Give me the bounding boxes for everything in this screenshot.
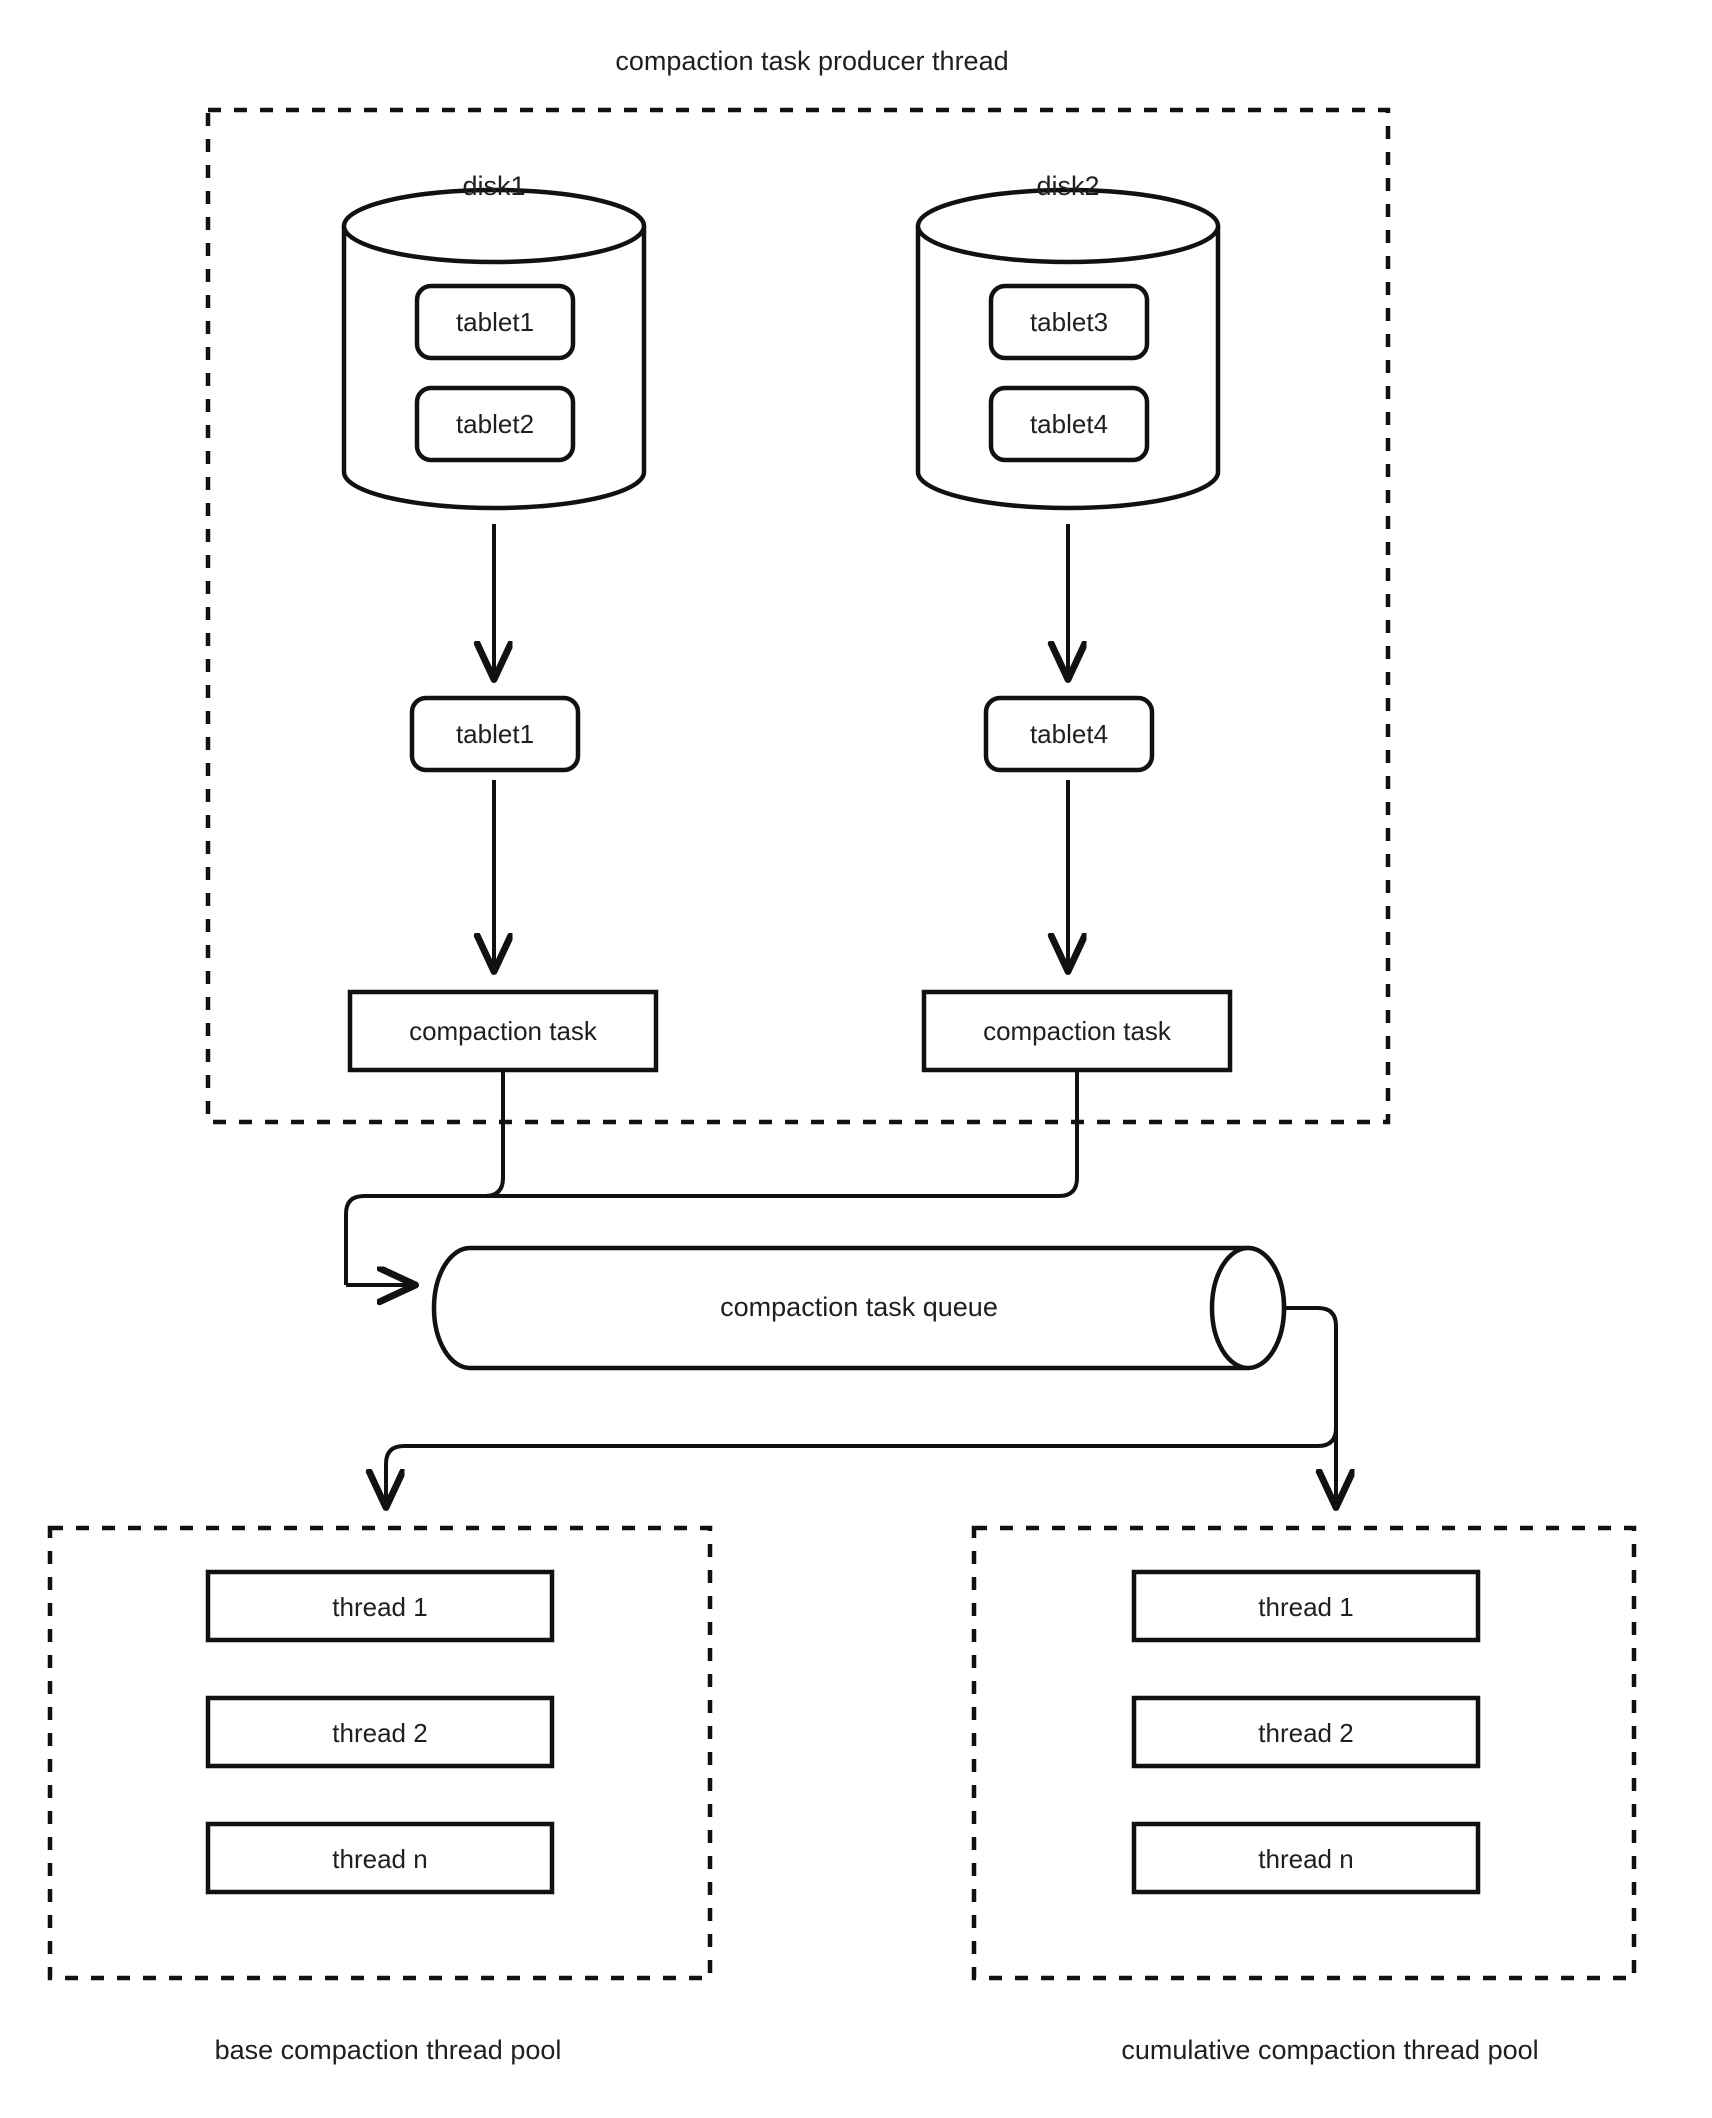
disk2-label: disk2: [1036, 171, 1100, 201]
cumulative-compaction-thread-pool-container: [971, 1525, 1637, 1981]
compaction-task-box-left: [347, 989, 659, 1073]
selected-tablet4-label: tablet4: [1029, 719, 1109, 749]
disk2-tablet3-box: [988, 283, 1150, 361]
connector-right-task-to-queue: [364, 1070, 1079, 1198]
compaction-task-label-left: compaction task: [409, 1016, 597, 1046]
cumulative-thread-1-label: thread 1: [1258, 1592, 1354, 1622]
cumulative-thread-2-box: [1131, 1695, 1481, 1769]
base-thread-1-label: thread 1: [332, 1592, 428, 1622]
base-thread-n-box: [205, 1821, 555, 1895]
disk1-label: disk1: [462, 171, 526, 201]
base-thread-2-box: [205, 1695, 555, 1769]
selected-tablet1-label: tablet1: [455, 719, 535, 749]
base-compaction-thread-pool-container: [47, 1525, 713, 1981]
compaction-task-label-right: compaction task: [983, 1016, 1171, 1046]
disk1-tablet1-label: tablet1: [455, 307, 535, 337]
cumulative-thread-n-box: [1131, 1821, 1481, 1895]
disk1-tablet1-box: [414, 283, 576, 361]
disk2-tablet3-label: tablet3: [1029, 307, 1109, 337]
compaction-task-box-right: [921, 989, 1233, 1073]
cumulative-compaction-thread-pool-label: cumulative compaction thread pool: [1121, 2035, 1539, 2065]
connector-queue-to-pools: [1284, 1306, 1338, 1490]
cumulative-thread-2-label: thread 2: [1258, 1718, 1354, 1748]
cumulative-thread-n-label: thread n: [1258, 1844, 1354, 1874]
producer-thread-title: compaction task producer thread: [615, 46, 1009, 76]
base-thread-2-label: thread 2: [332, 1718, 428, 1748]
base-thread-n-label: thread n: [332, 1844, 428, 1874]
selected-tablet4-box: [983, 695, 1155, 773]
connector-queue-to-base-pool: [384, 1427, 1338, 1490]
producer-thread-container: [205, 107, 1391, 1125]
base-thread-1-box: [205, 1569, 555, 1643]
disk2-tablet4-label: tablet4: [1029, 409, 1109, 439]
disk1-tablet2-label: tablet2: [455, 409, 535, 439]
cumulative-thread-1-box: [1131, 1569, 1481, 1643]
compaction-task-queue-label: compaction task queue: [720, 1292, 998, 1322]
compaction-task-queue-shape: [431, 1245, 1287, 1371]
selected-tablet1-box: [409, 695, 581, 773]
disk2-tablet4-box: [988, 385, 1150, 463]
base-compaction-thread-pool-label: base compaction thread pool: [214, 2035, 562, 2065]
disk1-tablet2-box: [414, 385, 576, 463]
